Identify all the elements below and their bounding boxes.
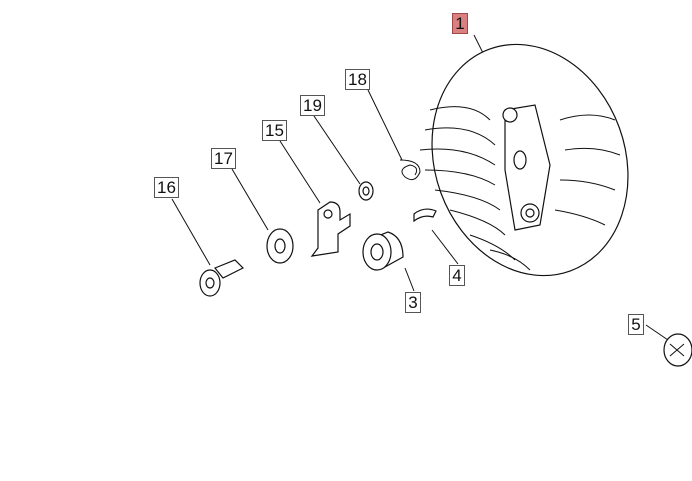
callout-3[interactable]: 3 bbox=[405, 292, 421, 313]
part-3-nut[interactable] bbox=[362, 231, 404, 271]
part-4-key[interactable] bbox=[413, 208, 437, 223]
callout-1[interactable]: 1 bbox=[452, 13, 468, 34]
callout-18[interactable]: 18 bbox=[345, 69, 370, 90]
callout-5[interactable]: 5 bbox=[628, 314, 644, 335]
part-16-bolt[interactable] bbox=[199, 259, 245, 297]
callout-19[interactable]: 19 bbox=[300, 95, 325, 116]
callout-17[interactable]: 17 bbox=[211, 148, 236, 169]
callout-4[interactable]: 4 bbox=[449, 265, 465, 286]
part-17-washer[interactable] bbox=[266, 228, 294, 264]
part-18-spring[interactable] bbox=[399, 159, 421, 181]
callout-16[interactable]: 16 bbox=[154, 177, 179, 198]
part-19-washer[interactable] bbox=[358, 181, 374, 201]
part-1-flywheel[interactable] bbox=[400, 17, 659, 304]
leader-lines bbox=[171, 34, 669, 341]
part-5-screw[interactable] bbox=[663, 333, 692, 367]
callout-15[interactable]: 15 bbox=[262, 120, 287, 141]
part-15-bracket[interactable] bbox=[310, 201, 351, 257]
